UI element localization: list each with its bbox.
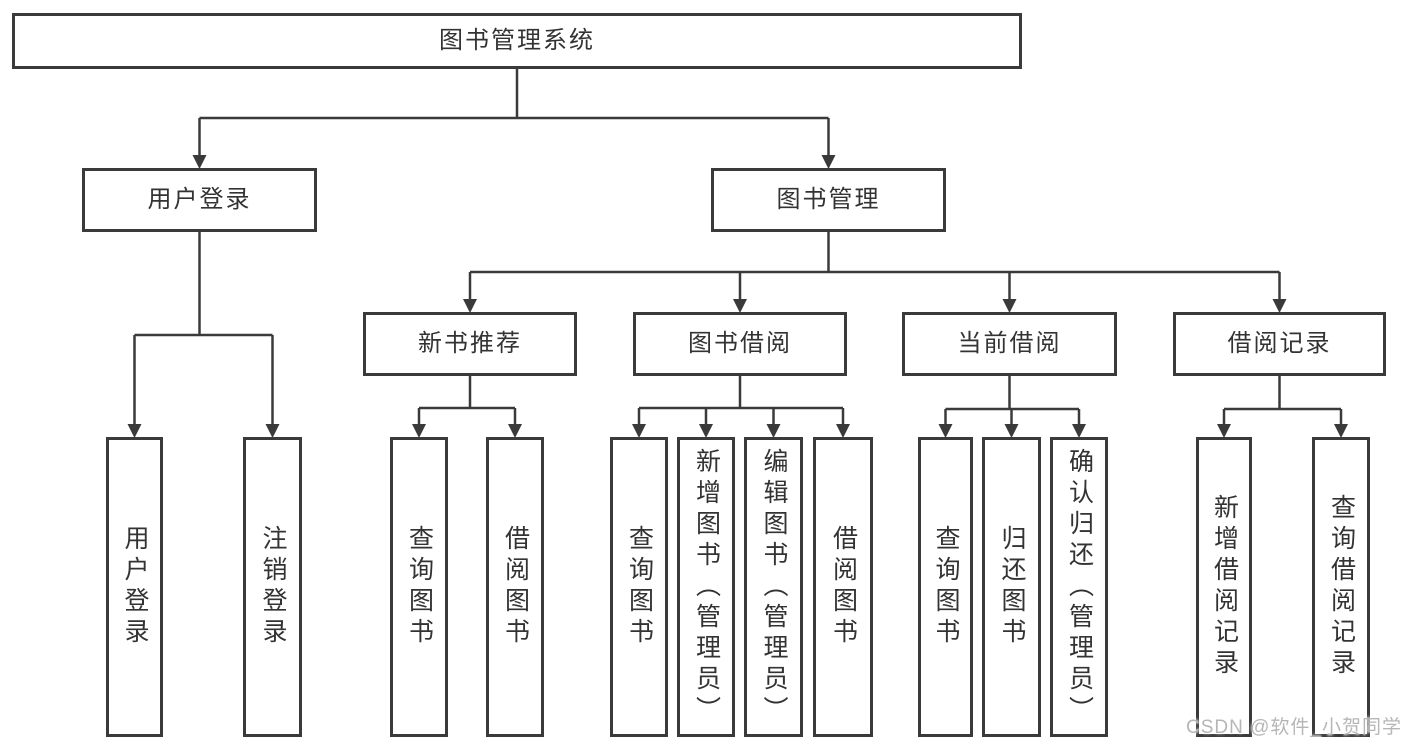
leaf-query-borrow-record: 查询借阅记录 bbox=[1312, 437, 1370, 737]
leaf-borrow-books-recommend: 借阅图书 bbox=[486, 437, 544, 737]
leaf-logout: 注销登录 bbox=[243, 437, 302, 737]
leaf-add-borrow-record: 新增借阅记录 bbox=[1196, 437, 1252, 737]
node-book-borrow: 图书借阅 bbox=[633, 312, 847, 376]
leaf-confirm-return-admin: 确认归还（管理员） bbox=[1050, 437, 1108, 737]
leaf-add-books-admin: 新增图书（管理员） bbox=[677, 437, 735, 737]
leaf-query-books-recommend: 查询图书 bbox=[390, 437, 448, 737]
leaf-query-books-borrow: 查询图书 bbox=[610, 437, 668, 737]
csdn-watermark: CSDN @软件_小贺同学 bbox=[1186, 717, 1402, 738]
node-book-management: 图书管理 bbox=[711, 168, 946, 232]
leaf-return-books: 归还图书 bbox=[982, 437, 1041, 737]
leaf-query-books-current: 查询图书 bbox=[918, 437, 973, 737]
leaf-borrow-books: 借阅图书 bbox=[813, 437, 873, 737]
node-user-login: 用户登录 bbox=[82, 168, 317, 232]
leaf-edit-books-admin: 编辑图书（管理员） bbox=[744, 437, 803, 737]
leaf-user-login: 用户登录 bbox=[106, 437, 163, 737]
node-current-borrow: 当前借阅 bbox=[902, 312, 1117, 376]
node-borrow-records: 借阅记录 bbox=[1173, 312, 1386, 376]
node-new-book-recommend: 新书推荐 bbox=[363, 312, 577, 376]
node-root-system: 图书管理系统 bbox=[12, 13, 1022, 69]
